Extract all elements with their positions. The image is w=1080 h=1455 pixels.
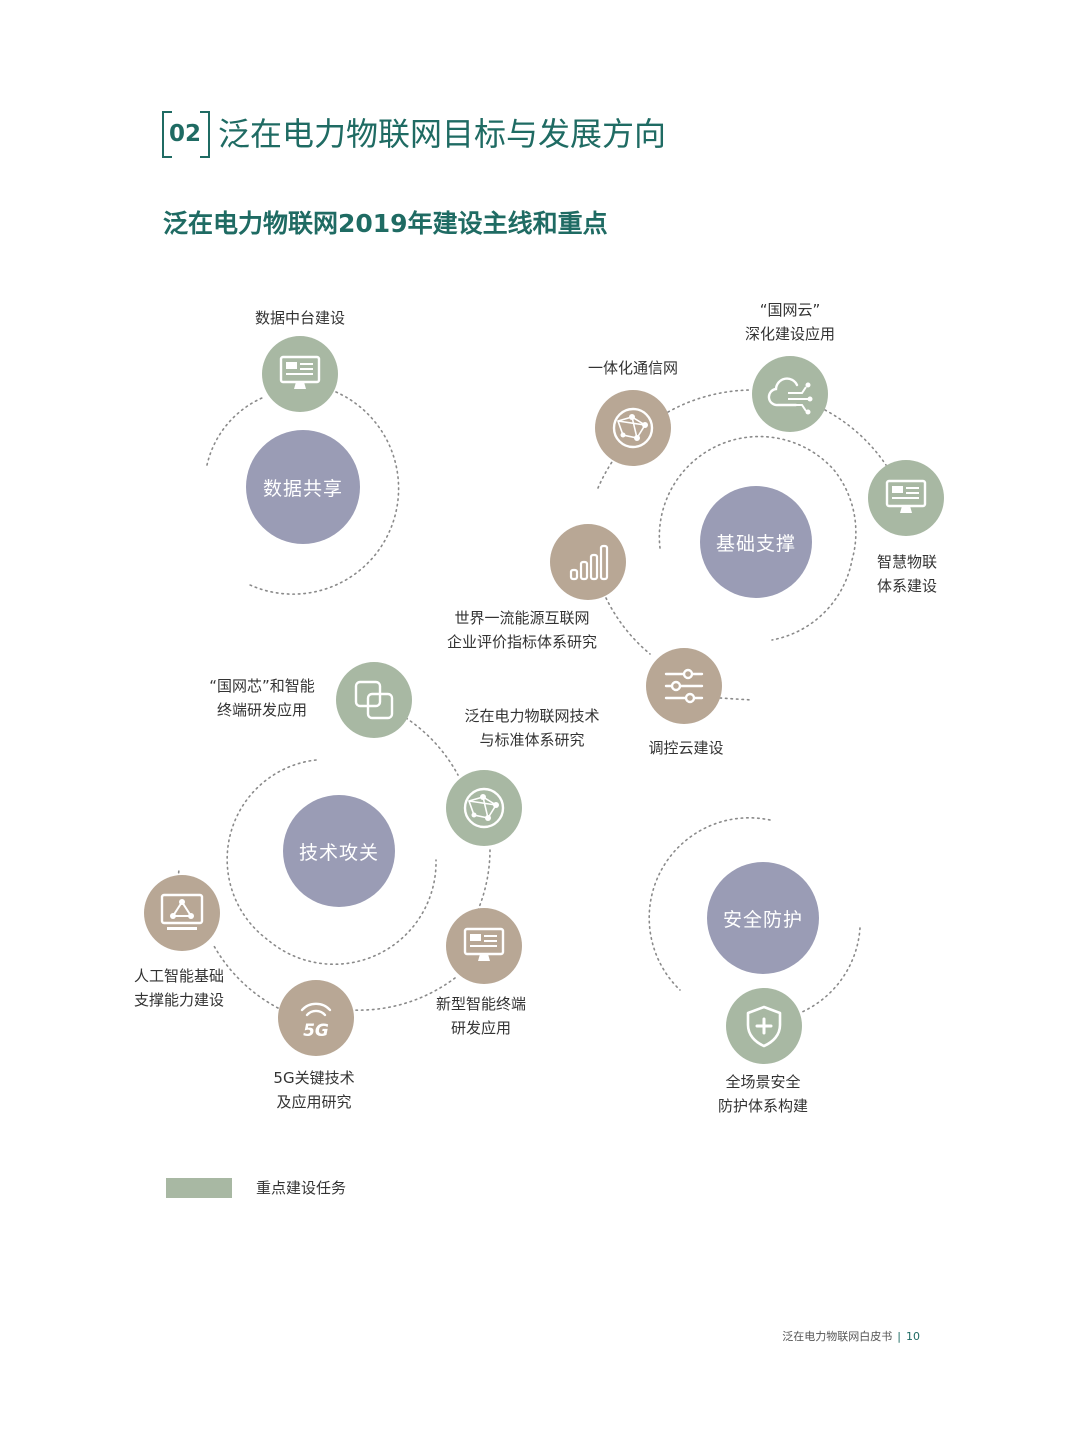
section-bracket	[162, 111, 210, 158]
legend-swatch	[166, 1178, 232, 1198]
core-data-sharing: 数据共享	[246, 430, 360, 544]
label-5g-research: 5G关键技术 及应用研究	[273, 1069, 355, 1111]
sliders-icon	[646, 648, 722, 724]
ai-monitor-icon	[144, 875, 220, 951]
core-tech-breakthrough: 技术攻关	[283, 795, 395, 907]
label-data-middle-platform: 数据中台建设	[254, 309, 346, 327]
orbit-basic-support-outer-4	[605, 597, 651, 655]
orbit-basic-support-outer	[667, 389, 753, 413]
orbit-tech-outer-4	[213, 945, 279, 1009]
core-basic-support: 基础支撑	[700, 486, 812, 598]
cloud-circuit-icon	[752, 356, 828, 432]
orbit-tech-inner	[226, 759, 437, 965]
orbit-security	[648, 817, 771, 991]
monitor-icon	[868, 460, 944, 536]
footer-separator: |	[897, 1330, 901, 1343]
orbit-basic-support-outer-3	[597, 461, 613, 489]
diagram-title: 泛在电力物联网2019年建设主线和重点	[163, 209, 608, 238]
legend-label: 重点建设任务	[256, 1179, 347, 1197]
orbit-data-sharing-outer	[249, 391, 400, 595]
orbit-basic-support-outer-5	[719, 697, 753, 701]
label-evaluation-index: 世界一流能源互联网 企业评价指标体系研究	[446, 609, 598, 651]
core-security: 安全防护	[707, 862, 819, 974]
label-security-system: 全场景安全 防护体系构建	[717, 1073, 809, 1115]
orbit-data-sharing	[206, 397, 263, 466]
orbit-tech-outer	[405, 717, 459, 776]
orbit-security-2	[801, 927, 861, 1013]
chip-squares-icon	[336, 662, 412, 738]
footer-doc-title: 泛在电力物联网白皮书	[782, 1330, 893, 1343]
label-ai-foundation: 人工智能基础 支撑能力建设	[133, 967, 225, 1009]
orbit-basic-support-inner	[658, 435, 857, 641]
label-integrated-comm-network: 一体化通信网	[587, 359, 679, 377]
monitor-icon	[262, 336, 338, 412]
globe-network-icon	[446, 770, 522, 846]
monitor-icon	[446, 908, 522, 984]
label-new-smart-terminal: 新型智能终端 研发应用	[435, 995, 527, 1037]
label-sgcc-chip: “国网芯”和智能 终端研发应用	[209, 677, 315, 719]
orbit-tech-outer-3	[351, 977, 456, 1011]
shield-icon	[726, 988, 802, 1064]
5g-icon-text: 5G	[303, 1021, 329, 1040]
section-number: 02	[168, 121, 201, 147]
label-sgcc-cloud: “国网云” 深化建设应用	[744, 301, 836, 343]
label-smart-iot-system: 智慧物联 体系建设	[876, 553, 938, 595]
page-footer: 泛在电力物联网白皮书 | 10	[782, 1328, 920, 1346]
orbit-basic-support-outer-2	[824, 409, 887, 466]
section-title: 泛在电力物联网目标与发展方向	[218, 115, 667, 153]
bar-chart-icon	[550, 524, 626, 600]
page-number: 10	[906, 1330, 920, 1343]
label-dispatch-cloud: 调控云建设	[648, 739, 724, 757]
globe-network-icon	[595, 390, 671, 466]
label-tech-standards: 泛在电力物联网技术 与标准体系研究	[464, 707, 600, 749]
5g-icon: 5G	[278, 980, 354, 1056]
orbit-tech-outer-2	[477, 849, 491, 911]
